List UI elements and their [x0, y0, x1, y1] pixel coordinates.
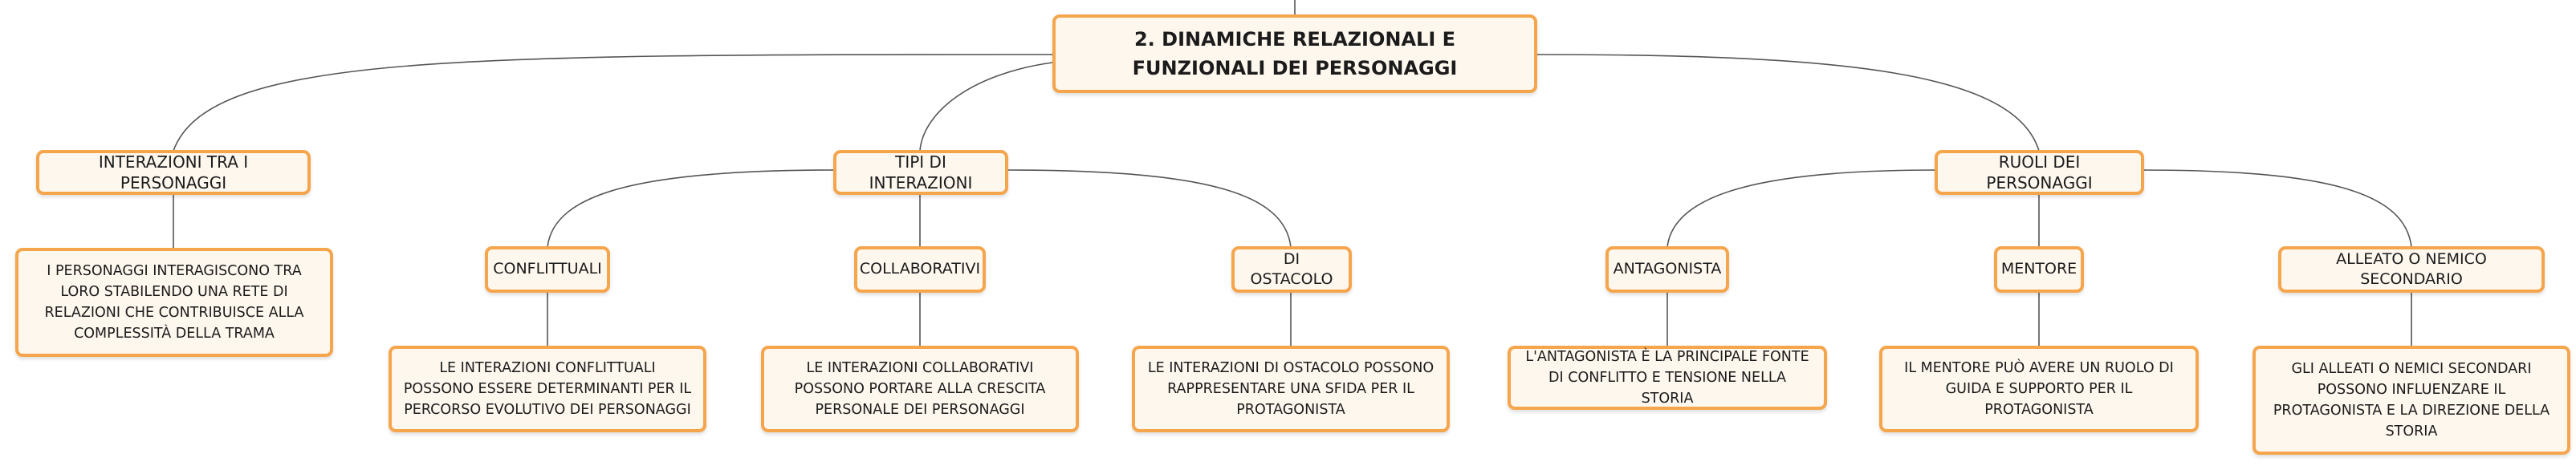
subtopic-collaborativi-description-text: LE INTERAZIONI COLLABORATIVI POSSONO POR… — [794, 359, 1046, 419]
topic-interazioni-description-text: I PERSONAGGI INTERAGISCONO TRA LORO STAB… — [44, 262, 304, 342]
subtopic-collaborativi-description[interactable]: LE INTERAZIONI COLLABORATIVI POSSONO POR… — [761, 346, 1079, 432]
subtopic-mentore-description[interactable]: IL MENTORE PUÒ AVERE UN RUOLO DI GUIDA E… — [1879, 346, 2199, 432]
subtopic-antagonista-description-text: L'ANTAGONISTA È LA PRINCIPALE FONTE DI C… — [1525, 348, 1809, 407]
subtopic-ostacolo[interactable]: DI OSTACOLO — [1231, 246, 1352, 293]
topic-interazioni-label: INTERAZIONI TRA I PERSONAGGI — [98, 152, 249, 192]
subtopic-ostacolo-description-text: LE INTERAZIONI DI OSTACOLO POSSONO RAPPR… — [1147, 359, 1435, 419]
topic-interazioni-description[interactable]: I PERSONAGGI INTERAGISCONO TRA LORO STAB… — [15, 248, 333, 357]
topic-ruoli-label: RUOLI DEI PERSONAGGI — [1986, 152, 2093, 192]
subtopic-mentore-label: MENTORE — [2000, 260, 2077, 278]
connector-tipi-ostacolo — [1005, 169, 1292, 248]
subtopic-collaborativi[interactable]: COLLABORATIVI — [854, 246, 986, 293]
subtopic-antagonista[interactable]: ANTAGONISTA — [1605, 246, 1729, 293]
subtopic-antagonista-description[interactable]: L'ANTAGONISTA È LA PRINCIPALE FONTE DI C… — [1508, 346, 1827, 410]
subtopic-conflittuali-description[interactable]: LE INTERAZIONI CONFLITTUALI POSSONO ESSE… — [389, 346, 706, 432]
topic-tipi-label: TIPI DI INTERAZIONI — [869, 152, 973, 192]
subtopic-alleato-label: ALLEATO O NEMICO SECONDARIO — [2336, 249, 2487, 288]
topic-interazioni[interactable]: INTERAZIONI TRA I PERSONAGGI — [36, 150, 311, 195]
connector-root-tipi — [919, 62, 1053, 152]
subtopic-conflittuali-description-text: LE INTERAZIONI CONFLITTUALI POSSONO ESSE… — [403, 359, 692, 419]
connector-ruoli-alleato — [2141, 169, 2412, 248]
subtopic-alleato-description[interactable]: GLI ALLEATI O NEMICI SECONDARI POSSONO I… — [2252, 346, 2570, 455]
connector-root-interazioni — [173, 54, 1053, 152]
subtopic-collaborativi-label: COLLABORATIVI — [859, 260, 981, 278]
connector-tipi-conflittuali — [547, 169, 836, 248]
subtopic-alleato[interactable]: ALLEATO O NEMICO SECONDARIO — [2278, 246, 2545, 293]
subtopic-conflittuali[interactable]: CONFLITTUALI — [485, 246, 610, 293]
subtopic-conflittuali-label: CONFLITTUALI — [493, 260, 602, 278]
subtopic-mentore[interactable]: MENTORE — [1994, 246, 2084, 293]
root-topic[interactable]: 2. DINAMICHE RELAZIONALI E FUNZIONALI DE… — [1052, 14, 1537, 93]
subtopic-mentore-description-text: IL MENTORE PUÒ AVERE UN RUOLO DI GUIDA E… — [1904, 359, 2174, 419]
connector-root-ruoli — [1536, 54, 2040, 152]
subtopic-ostacolo-description[interactable]: LE INTERAZIONI DI OSTACOLO POSSONO RAPPR… — [1132, 346, 1450, 432]
connector-ruoli-antagonista — [1666, 169, 1937, 248]
root-topic-title: 2. DINAMICHE RELAZIONALI E FUNZIONALI DE… — [1132, 28, 1458, 79]
subtopic-alleato-description-text: GLI ALLEATI O NEMICI SECONDARI POSSONO I… — [2273, 360, 2550, 440]
subtopic-antagonista-label: ANTAGONISTA — [1613, 260, 1722, 278]
topic-tipi[interactable]: TIPI DI INTERAZIONI — [833, 150, 1008, 195]
subtopic-ostacolo-label: DI OSTACOLO — [1250, 249, 1333, 288]
topic-ruoli[interactable]: RUOLI DEI PERSONAGGI — [1935, 150, 2144, 195]
